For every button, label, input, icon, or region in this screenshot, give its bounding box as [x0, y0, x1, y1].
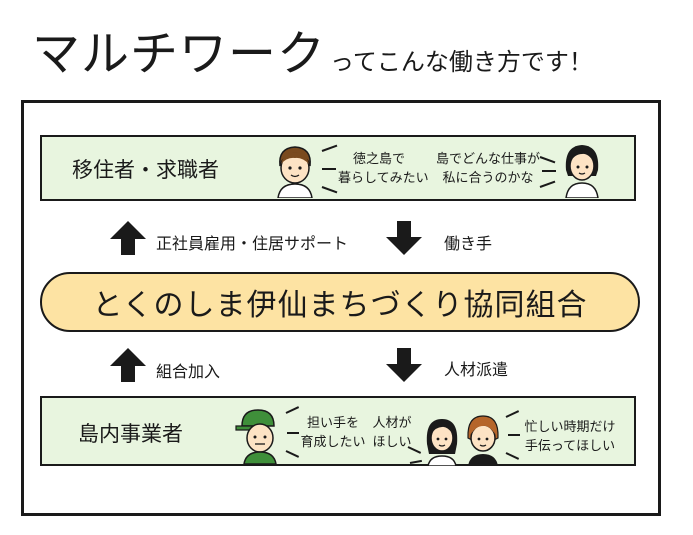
speech-text-1: 担い手を 育成したい [300, 416, 366, 450]
speech-tick [508, 434, 520, 436]
flow-label-employment: 正社員雇用・住居サポート [156, 234, 349, 253]
flow-label-dispatch: 人材派遣 [444, 360, 509, 379]
man-person-icon [277, 146, 313, 198]
speech-text-3: 忙しい時期だけ 手伝ってほしい [524, 420, 616, 454]
job-seekers-label: 移住者・求職者 [72, 158, 219, 182]
speech-text-left: 徳之島で 暮らしてみたい [338, 152, 429, 186]
local-businesses-label: 島内事業者 [78, 422, 183, 446]
arrow-down-icon [386, 221, 422, 255]
arrow-up-icon [110, 221, 146, 255]
arrow-up-icon [110, 348, 146, 382]
arrow-down-icon [386, 348, 422, 382]
speech-text-right: 島でどんな仕事が 私に合うのかな [435, 152, 540, 186]
woman-person-icon [467, 415, 499, 466]
title-sub: ってこんな働き方です！ [330, 48, 593, 76]
speech-tick [287, 432, 299, 434]
page-title: マルチワークってこんな働き方です！ [32, 14, 593, 84]
title-main: マルチワーク [32, 26, 327, 82]
farmer-person-icon [235, 409, 277, 464]
woman-person-icon [426, 419, 458, 466]
speech-text-2: 人材が ほしい [372, 416, 412, 450]
flow-label-workers: 働き手 [444, 234, 493, 253]
job-seekers-band [40, 135, 636, 201]
speech-tick [322, 168, 336, 170]
local-businesses-band [40, 396, 636, 466]
cooperative-name: とくのしま伊仙まちづくり協同組合 [92, 288, 588, 323]
woman-person-icon [565, 145, 599, 198]
flow-label-join: 組合加入 [156, 362, 221, 381]
cooperative-pill: とくのしま伊仙まちづくり協同組合 [40, 272, 640, 332]
speech-tick [542, 170, 556, 172]
